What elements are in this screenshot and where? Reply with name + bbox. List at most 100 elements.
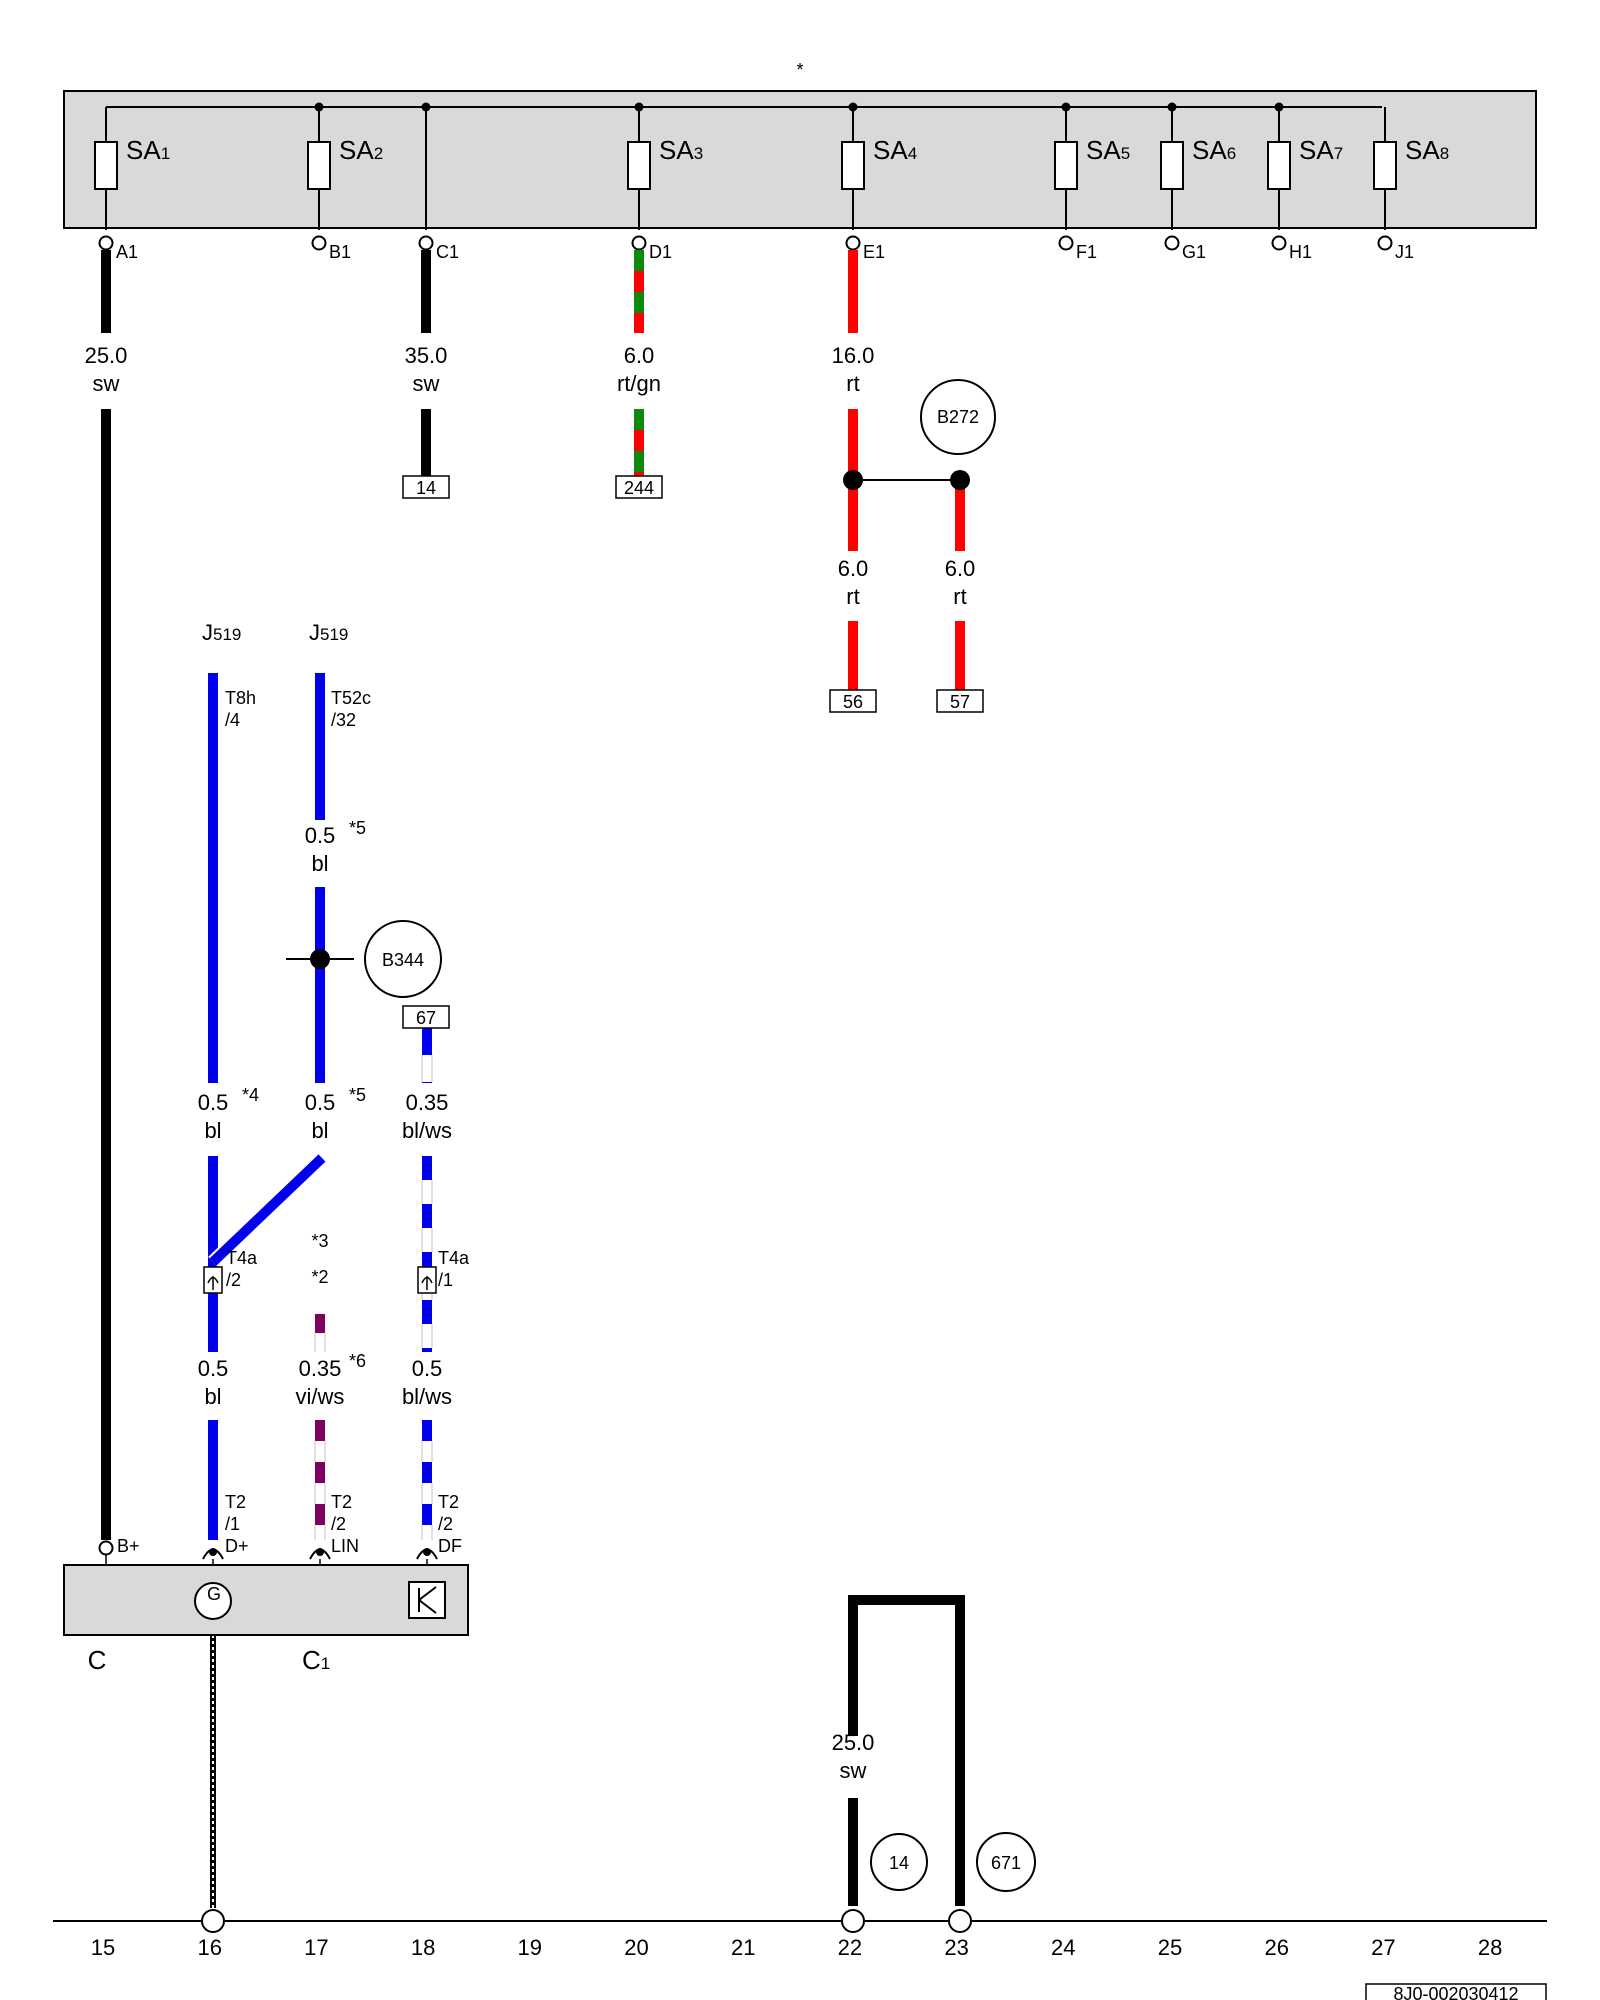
svg-text:T52c: T52c [331,688,371,708]
track-terminal [841,1909,865,1933]
svg-text:bl: bl [311,1118,328,1143]
svg-text:14: 14 [889,1853,909,1873]
wire-bottom-label: 25.0 sw [832,1730,875,1783]
wire-col18-low-label: 0.5 bl/ws [402,1356,452,1409]
svg-text:16.0: 16.0 [832,343,875,368]
svg-text:0.5: 0.5 [412,1356,443,1381]
svg-text:*6: *6 [349,1351,366,1371]
svg-text:bl/ws: bl/ws [402,1118,452,1143]
connector-t4a-left: T4a /2 [226,1248,258,1290]
wire-col18-lower [421,1420,433,1540]
svg-text:rt/gn: rt/gn [617,371,661,396]
wire-c1-label: 35.0 sw [405,343,448,396]
svg-text:6.0: 6.0 [624,343,655,368]
pin-E1: E1 [845,235,885,262]
component-c: C [88,1645,107,1675]
svg-text:D1: D1 [649,242,672,262]
svg-text:0.5: 0.5 [198,1356,229,1381]
svg-text:/1: /1 [438,1270,453,1290]
track-number-18: 18 [411,1935,435,1960]
svg-text:DF: DF [438,1536,462,1556]
generator-box: G [63,1564,469,1636]
fuse-4: SA4 [841,102,917,230]
pin-A1: A1 [98,235,138,262]
svg-text:F1: F1 [1076,242,1097,262]
svg-text:14: 14 [416,478,436,498]
connector-t8h: T8h /4 [225,688,256,730]
track-number-20: 20 [624,1935,648,1960]
wire-col18-upper [421,1028,433,1083]
connector-t2-lin: T2 /2 LIN [331,1492,359,1556]
connector-t4a-left-symbol [203,1266,223,1294]
svg-text:*2: *2 [311,1267,328,1287]
pin-H1: H1 [1271,235,1312,262]
wire-col16-mid-label: 0.5 bl *4 [198,1085,259,1143]
svg-text:/2: /2 [438,1514,453,1534]
connector-t52c: T52c /32 [331,688,371,730]
ref-box-c1: 14 [402,475,450,499]
svg-text:rt: rt [846,584,859,609]
svg-text:0.5: 0.5 [305,1090,336,1115]
wire-d1-label: 6.0 rt/gn [617,343,661,396]
track-number-17: 17 [304,1935,328,1960]
svg-text:sw: sw [413,371,440,396]
svg-text:J519: J519 [202,620,241,645]
track-number-28: 28 [1478,1935,1502,1960]
track-number-22: 22 [838,1935,862,1960]
svg-text:244: 244 [624,478,654,498]
wire-col18-mid-label: 0.35 bl/ws [402,1090,452,1143]
svg-text:bl: bl [204,1118,221,1143]
svg-text:56: 56 [843,692,863,712]
svg-text:6.0: 6.0 [945,556,976,581]
splice-e1 [843,470,970,490]
svg-text:sw: sw [93,371,120,396]
pin-F1: F1 [1058,235,1097,262]
svg-text:57: 57 [950,692,970,712]
ground-point-671: 671 [976,1832,1036,1892]
component-j519-b: J519 [309,620,348,645]
svg-text:/1: /1 [225,1514,240,1534]
svg-text:/2: /2 [331,1514,346,1534]
ref-box-56: 56 [829,689,877,713]
svg-text:C1: C1 [302,1645,330,1675]
component-c1: C1 [302,1645,330,1675]
svg-text:SA8: SA8 [1405,135,1449,165]
pin-J1: J1 [1377,235,1414,262]
svg-text:25.0: 25.0 [832,1730,875,1755]
track-terminal [201,1909,225,1933]
wire-e1-label: 16.0 rt [832,343,875,396]
svg-text:0.35: 0.35 [406,1090,449,1115]
svg-text:SA1: SA1 [126,135,170,165]
svg-text:25.0: 25.0 [85,343,128,368]
svg-text:bl/ws: bl/ws [402,1384,452,1409]
wire-j519b-label: 0.5 bl *5 [305,818,366,876]
svg-text:8J0-002030412: 8J0-002030412 [1393,1984,1518,2000]
svg-text:G1: G1 [1182,242,1206,262]
svg-text:SA2: SA2 [339,135,383,165]
svg-text:0.5: 0.5 [305,823,336,848]
track-number-16: 16 [197,1935,221,1960]
pin-C1: C1 [418,235,459,262]
svg-text:J519: J519 [309,620,348,645]
svg-text:T4a: T4a [438,1248,470,1268]
pin-G1: G1 [1164,235,1206,262]
svg-text:SA6: SA6 [1192,135,1236,165]
notes: *3 *2 [311,1231,328,1287]
wire-e1-left-label: 6.0 rt [838,556,869,609]
svg-text:*3: *3 [311,1231,328,1251]
svg-text:T2: T2 [438,1492,459,1512]
svg-text:B272: B272 [937,407,979,427]
regulator-symbol [418,1586,437,1614]
ground-point-14: 14 [870,1833,928,1891]
track-terminal [948,1909,972,1933]
svg-text:vi/ws: vi/ws [296,1384,345,1409]
wire-col18-middle [421,1156,433,1352]
svg-text:/4: /4 [225,710,240,730]
svg-text:67: 67 [416,1008,436,1028]
svg-text:35.0: 35.0 [405,343,448,368]
track-number-26: 26 [1264,1935,1288,1960]
svg-text:0.35: 0.35 [299,1356,342,1381]
